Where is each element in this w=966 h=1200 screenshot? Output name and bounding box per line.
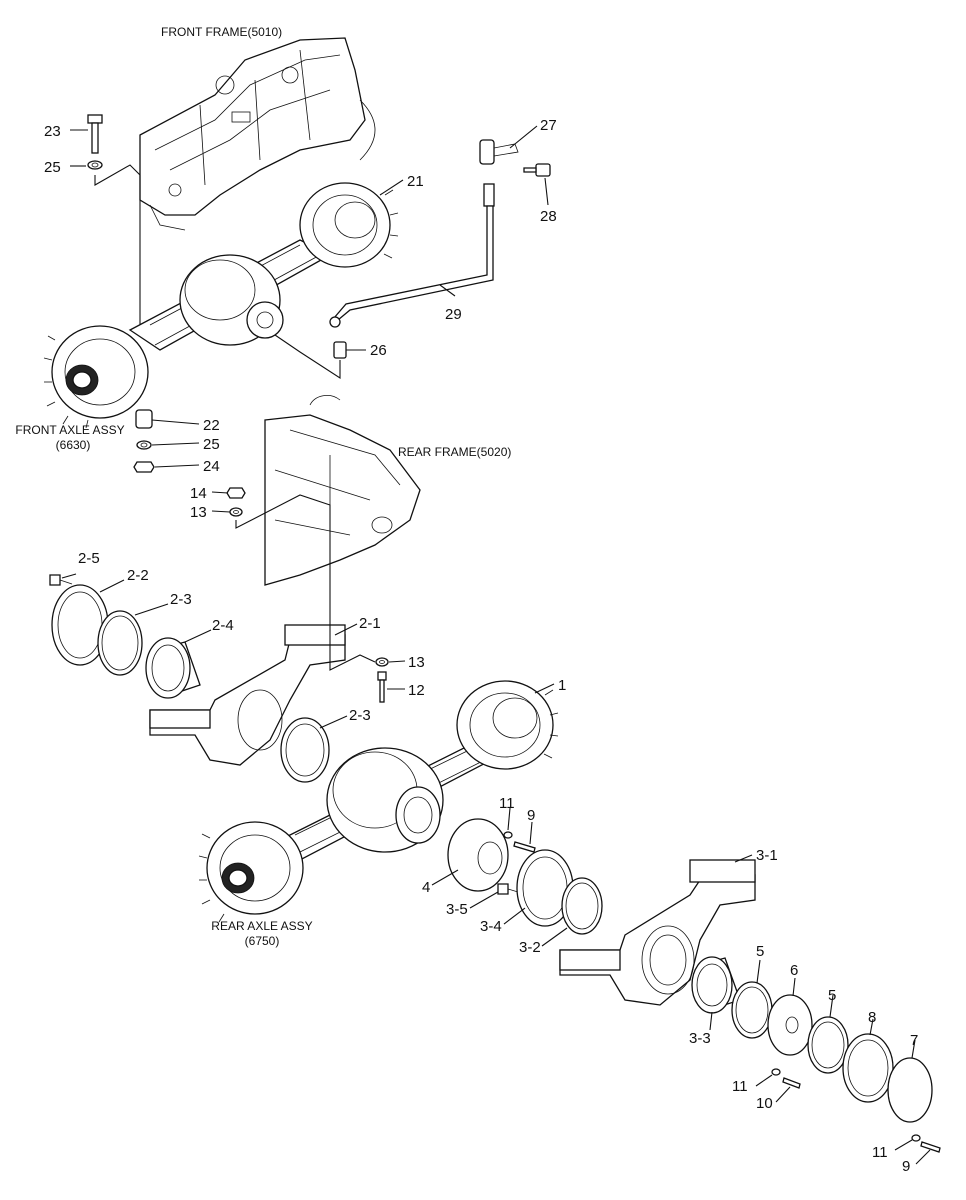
callout-2-3: 2-3 xyxy=(170,591,192,608)
callout-11-bottom: 11 xyxy=(872,1144,888,1161)
callout-3-5: 3-5 xyxy=(446,901,468,918)
callout-24: 24 xyxy=(203,458,220,475)
assembly-labels: FRONT AXLE ASSY (6630) REAR AXLE ASSY (6… xyxy=(15,423,312,948)
front-cradle-drawing xyxy=(49,574,346,783)
rear-axle-assy-code: (6750) xyxy=(245,934,280,948)
front-mount-parts xyxy=(133,409,155,473)
bolt-23-drawing xyxy=(87,114,103,170)
callout-4: 4 xyxy=(422,879,430,896)
callout-10: 10 xyxy=(756,1095,773,1112)
callout-13: 13 xyxy=(190,504,207,521)
callout-6: 6 xyxy=(790,962,798,979)
rear-frame-label: REAR FRAME(5020) xyxy=(398,445,511,459)
front-axle-drawing xyxy=(43,182,399,429)
callout-9: 9 xyxy=(527,807,535,824)
callout-8: 8 xyxy=(868,1009,876,1026)
front-frame-drawing xyxy=(139,37,376,231)
leader-lines xyxy=(61,125,931,1165)
part-callouts: 23 25 27 28 21 29 26 22 25 24 14 13 2-5 … xyxy=(44,117,918,1175)
callout-14: 14 xyxy=(190,485,207,502)
callout-22: 22 xyxy=(203,417,220,434)
callout-23: 23 xyxy=(44,123,61,140)
callout-5: 5 xyxy=(756,943,764,960)
callout-3-4: 3-4 xyxy=(480,918,502,935)
callout-2-1: 2-1 xyxy=(359,615,381,632)
frame-labels: FRONT FRAME(5010) REAR FRAME(5020) xyxy=(161,25,511,459)
callout-25: 25 xyxy=(44,159,61,176)
callout-25-lower: 25 xyxy=(203,436,220,453)
callout-5-second: 5 xyxy=(828,987,836,1004)
callout-13-lower: 13 xyxy=(408,654,425,671)
front-axle-assy-code: (6630) xyxy=(56,438,91,452)
cradle-fasteners xyxy=(375,657,389,703)
rear-cradle-stack xyxy=(691,956,933,1123)
callout-26: 26 xyxy=(370,342,387,359)
callout-2-3-lower: 2-3 xyxy=(349,707,371,724)
callout-21: 21 xyxy=(407,173,424,190)
rear-frame-drawing xyxy=(264,395,421,586)
rear-flange-drawing xyxy=(447,818,536,892)
rear-cradle-rings xyxy=(497,849,603,935)
callout-9-bottom: 9 xyxy=(902,1158,910,1175)
rear-cradle-drawing xyxy=(559,859,756,1006)
rear-stack-fasteners xyxy=(771,1068,941,1153)
rear-axle-assy-label: REAR AXLE ASSY xyxy=(211,919,312,933)
callout-12: 12 xyxy=(408,682,425,699)
callout-11-middle: 11 xyxy=(732,1078,748,1095)
callout-2-5: 2-5 xyxy=(78,550,100,567)
callout-3-1: 3-1 xyxy=(756,847,778,864)
callout-28: 28 xyxy=(540,208,557,225)
front-frame-label: FRONT FRAME(5010) xyxy=(161,25,282,39)
hose-assembly-drawing xyxy=(329,139,551,359)
callout-11: 11 xyxy=(499,795,515,812)
rear-axle-drawing xyxy=(198,680,559,923)
callout-1: 1 xyxy=(558,677,566,694)
callout-29: 29 xyxy=(445,306,462,323)
callout-3-2: 3-2 xyxy=(519,939,541,956)
callout-7: 7 xyxy=(910,1032,918,1049)
callout-3-3: 3-3 xyxy=(689,1030,711,1047)
front-axle-assy-label: FRONT AXLE ASSY xyxy=(15,423,124,437)
callout-2-2: 2-2 xyxy=(127,567,149,584)
callout-2-4: 2-4 xyxy=(212,617,234,634)
callout-27: 27 xyxy=(540,117,557,134)
